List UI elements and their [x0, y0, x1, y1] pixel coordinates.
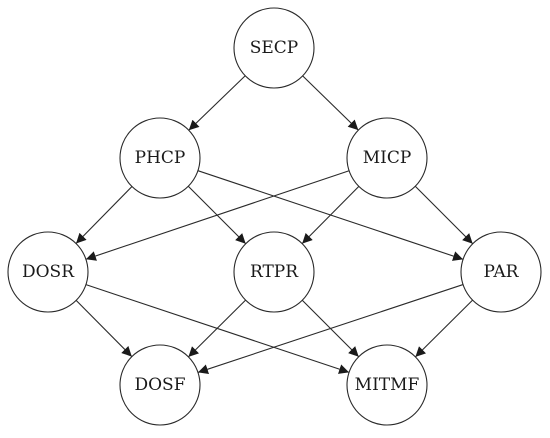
node-phcp: PHCP	[119, 117, 201, 199]
edge-micp-to-dosr	[85, 170, 350, 261]
node-label-phcp: PHCP	[135, 148, 186, 168]
edge-par-to-dosf	[197, 284, 464, 375]
node-circle-dosf	[119, 344, 201, 426]
node-mitmf: MITMF	[346, 344, 428, 426]
node-label-par: PAR	[484, 262, 520, 282]
node-circle-rtpr	[233, 231, 315, 313]
node-secp: SECP	[233, 7, 315, 89]
node-circle-micp	[346, 117, 428, 199]
edge-dosr-to-dosf	[75, 300, 133, 357]
node-label-secp: SECP	[250, 38, 299, 58]
node-circle-par	[460, 231, 542, 313]
node-circle-mitmf	[346, 344, 428, 426]
edge-par-to-mitmf	[415, 299, 473, 358]
node-circle-secp	[233, 7, 315, 89]
node-micp: MICP	[346, 117, 428, 199]
node-label-mitmf: MITMF	[355, 375, 420, 395]
node-rtpr: RTPR	[233, 231, 315, 313]
nodes-layer: SECP PHCP MICP DOSR RTPR PAR DOSF MITMF	[7, 7, 542, 426]
node-dosf: DOSF	[119, 344, 201, 426]
node-par: PAR	[460, 231, 542, 313]
node-label-rtpr: RTPR	[250, 262, 299, 282]
edge-phcp-to-dosr	[75, 186, 133, 244]
edge-micp-to-par	[414, 185, 474, 245]
node-circle-dosr	[7, 231, 89, 313]
edge-micp-to-rtpr	[301, 186, 360, 244]
node-label-dosf: DOSF	[134, 375, 185, 395]
edges-layer	[75, 75, 474, 375]
node-label-micp: MICP	[363, 148, 412, 168]
edge-secp-to-micp	[302, 75, 359, 131]
node-label-dosr: DOSR	[22, 262, 75, 282]
edge-rtpr-to-dosf	[188, 299, 246, 358]
node-circle-phcp	[119, 117, 201, 199]
edge-secp-to-phcp	[188, 75, 246, 131]
node-dosr: DOSR	[7, 231, 89, 313]
